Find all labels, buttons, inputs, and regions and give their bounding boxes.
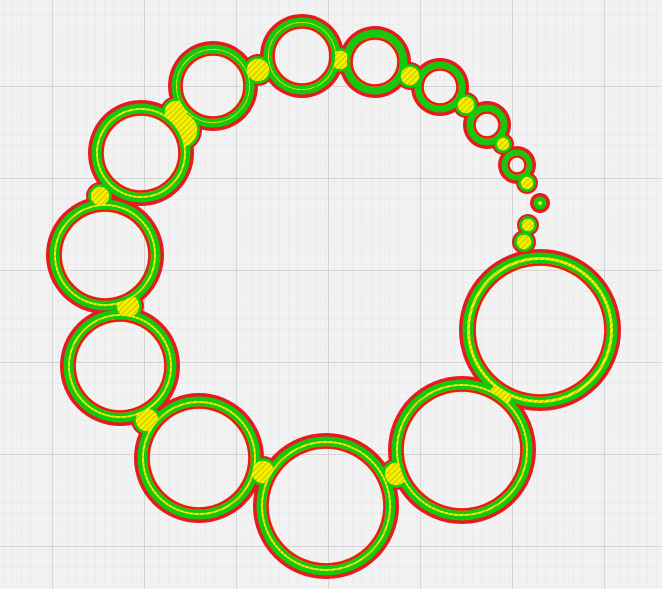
part-bridge	[330, 50, 350, 70]
part-bridge	[162, 112, 198, 148]
hole-wall	[473, 263, 607, 397]
hole-wall	[507, 155, 527, 175]
hole-wall	[143, 402, 255, 514]
part-bridge	[246, 58, 270, 82]
part-lobe	[347, 34, 403, 90]
part-lobe	[142, 401, 256, 515]
hole-wall	[397, 385, 527, 515]
part-bridge	[90, 186, 110, 206]
hole-wall	[55, 205, 155, 305]
part-lobe	[419, 66, 461, 108]
part-lobe	[261, 441, 391, 571]
hole-wall	[473, 111, 501, 139]
part-bridge	[457, 96, 475, 114]
part-lobe	[538, 201, 542, 205]
hole-wall	[101, 113, 181, 193]
part-bridge	[516, 234, 532, 250]
hole-wall	[417, 64, 463, 110]
hole-wall	[350, 37, 400, 87]
hole-wall	[266, 446, 386, 566]
hole-perimeters	[55, 22, 611, 570]
part-bridge	[135, 408, 159, 432]
part-bridge	[521, 218, 535, 232]
hole-wall	[421, 68, 459, 106]
hole-wall	[73, 319, 167, 413]
hole-wall	[69, 315, 171, 417]
part-lobe	[396, 384, 528, 516]
hole-wall	[262, 442, 390, 570]
part-bridge	[400, 66, 420, 86]
hole-wall	[180, 53, 246, 119]
part-bridge	[209, 84, 241, 116]
hole-wall	[469, 259, 611, 401]
hole-wall	[97, 109, 185, 197]
hole-wall	[268, 22, 336, 90]
part-lobe	[54, 204, 156, 306]
part-lobe	[467, 257, 613, 403]
part-bridge	[520, 176, 534, 190]
hole-wall	[469, 107, 505, 143]
hole-wall	[176, 49, 250, 123]
hole-wall	[272, 26, 332, 86]
hole-wall	[346, 33, 404, 91]
hole-wall	[401, 389, 523, 511]
part-bridge	[496, 137, 510, 151]
hole-wall	[59, 209, 151, 301]
hole-wall	[147, 406, 251, 510]
part-lobe	[268, 22, 336, 90]
hole-wall	[503, 151, 531, 179]
part-bridge	[251, 460, 275, 484]
part-lobe	[68, 314, 172, 418]
